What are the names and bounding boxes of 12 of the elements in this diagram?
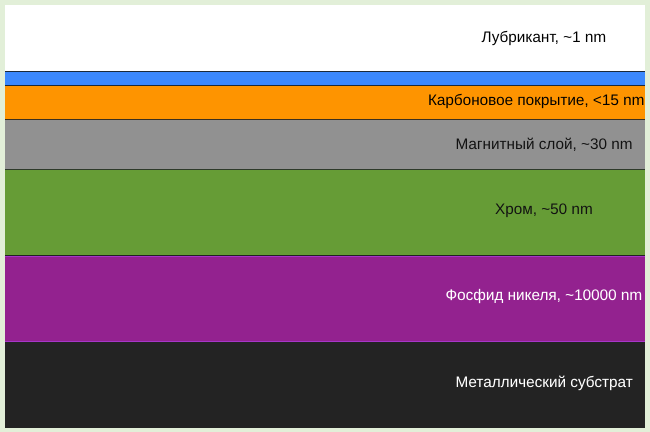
- layer-label: Хром, ~50 nm: [495, 201, 593, 219]
- layer-label: Магнитный слой, ~30 nm: [456, 136, 632, 154]
- layer-band: [5, 256, 645, 342]
- layer-band: [5, 120, 645, 170]
- layer-bar: [5, 71, 645, 86]
- layer-band: [5, 170, 645, 256]
- layer-label: Лубрикант, ~1 nm: [482, 29, 606, 47]
- layer-band: [5, 86, 645, 120]
- layer-label: Фосфид никеля, ~10000 nm: [446, 287, 642, 305]
- layer-band: [5, 342, 645, 428]
- layer-label: Карбоновое покрытие, <15 nm: [428, 92, 644, 110]
- layer-label: Металлический субстрат: [456, 374, 633, 392]
